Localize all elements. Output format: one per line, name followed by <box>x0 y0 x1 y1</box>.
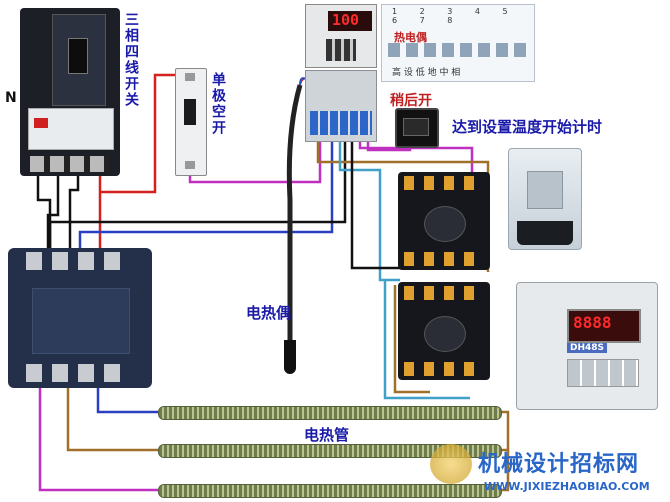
wire-magenta-controller <box>188 138 322 184</box>
three-phase-breaker <box>20 8 120 176</box>
terminal-title: 热电偶 <box>394 31 427 44</box>
thermocouple-cable <box>286 84 303 345</box>
temp-display <box>328 11 372 31</box>
time-relay-model: DH48S <box>567 343 608 353</box>
thermocouple-label: 电热偶 <box>246 304 292 322</box>
relay-socket-bottom-center <box>424 316 466 352</box>
relay-socket-top-terminals <box>404 176 484 190</box>
wire-black-2 <box>46 172 60 255</box>
relay-base <box>517 221 573 245</box>
wire-heater-return-2 <box>500 450 510 492</box>
relay-socket-top <box>398 172 490 270</box>
controller-socket-terminals <box>310 111 372 135</box>
watermark-url: WWW.JIXIEZHAOBIAO.COM <box>484 480 650 493</box>
time-relay: 8888 DH48S <box>516 282 658 410</box>
three-phase-switch-label: 三相四线开关 <box>123 12 139 108</box>
wire-magenta-heater <box>38 385 158 492</box>
breaker-nameplate <box>28 108 114 150</box>
relay-socket-bottom-terminals-bottom <box>404 362 484 376</box>
time-relay-window <box>567 309 641 343</box>
wire-black-3 <box>68 172 80 255</box>
relay-coil <box>527 171 563 209</box>
contactor-top-terminals <box>26 252 130 270</box>
wire-black-coil <box>48 138 347 258</box>
temperature-controller: 100 <box>305 4 377 68</box>
wire-blue-heater <box>96 385 158 414</box>
contactor-body-panel <box>32 288 130 354</box>
watermark-logo-icon <box>430 444 472 484</box>
wire-cyan-relay2 <box>383 280 470 400</box>
heating-tube-label: 电热管 <box>304 426 350 444</box>
wire-cyan-top <box>338 138 400 282</box>
wire-brown-relay2 <box>393 285 430 394</box>
thermocouple-probe <box>284 340 296 374</box>
single-pole-breaker-label: 单极空开 <box>210 72 226 136</box>
terminal-numbers: 1 2 3 4 5 6 7 8 <box>392 7 518 25</box>
breaker-toggle[interactable] <box>68 38 88 74</box>
heating-tube-2 <box>158 444 502 458</box>
timer-note: 达到设置温度开始计时 <box>452 118 603 136</box>
relay-socket-top-center <box>424 206 466 242</box>
terminal-screws <box>388 43 528 57</box>
relay-socket-bottom <box>398 282 490 380</box>
contactor-bottom-terminals <box>26 364 130 382</box>
time-relay-dial-buttons[interactable] <box>567 359 639 387</box>
wire-brown-heater <box>66 385 158 452</box>
relay-socket-bottom-terminals <box>404 286 484 300</box>
terminal-bottom-labels: 高 设 低 地 中 相 <box>392 68 461 78</box>
breaker-brand-mark <box>34 118 48 128</box>
wire-black-relay <box>350 138 410 270</box>
temp-display-value: 100 <box>332 11 360 29</box>
single-pole-terminal-top <box>185 73 195 81</box>
rocker-switch[interactable] <box>395 108 439 148</box>
rocker-switch-lever <box>403 118 429 136</box>
temp-setting-keypad[interactable] <box>326 39 356 61</box>
neutral-label: N <box>5 90 17 106</box>
rocker-switch-label: 稍后开 <box>390 93 432 109</box>
single-pole-toggle[interactable] <box>184 99 196 125</box>
single-pole-breaker <box>175 68 207 176</box>
heating-tube-1 <box>158 406 502 420</box>
controller-socket <box>305 70 377 142</box>
single-pole-terminal-bottom <box>185 161 195 169</box>
ac-contactor <box>8 248 152 388</box>
terminal-legend: 1 2 3 4 5 6 7 8 热电偶 高 设 低 地 中 相 <box>381 4 535 82</box>
time-relay-digits: 8888 <box>573 313 612 332</box>
watermark-text: 机械设计招标网 <box>478 452 640 477</box>
relay-socket-top-terminals-bottom <box>404 252 484 266</box>
heating-tube-3 <box>158 484 502 498</box>
intermediate-relay <box>508 148 582 250</box>
breaker-terminals <box>30 156 110 172</box>
wire-heater-return-1 <box>500 410 510 452</box>
wire-blue-coil <box>78 138 334 258</box>
